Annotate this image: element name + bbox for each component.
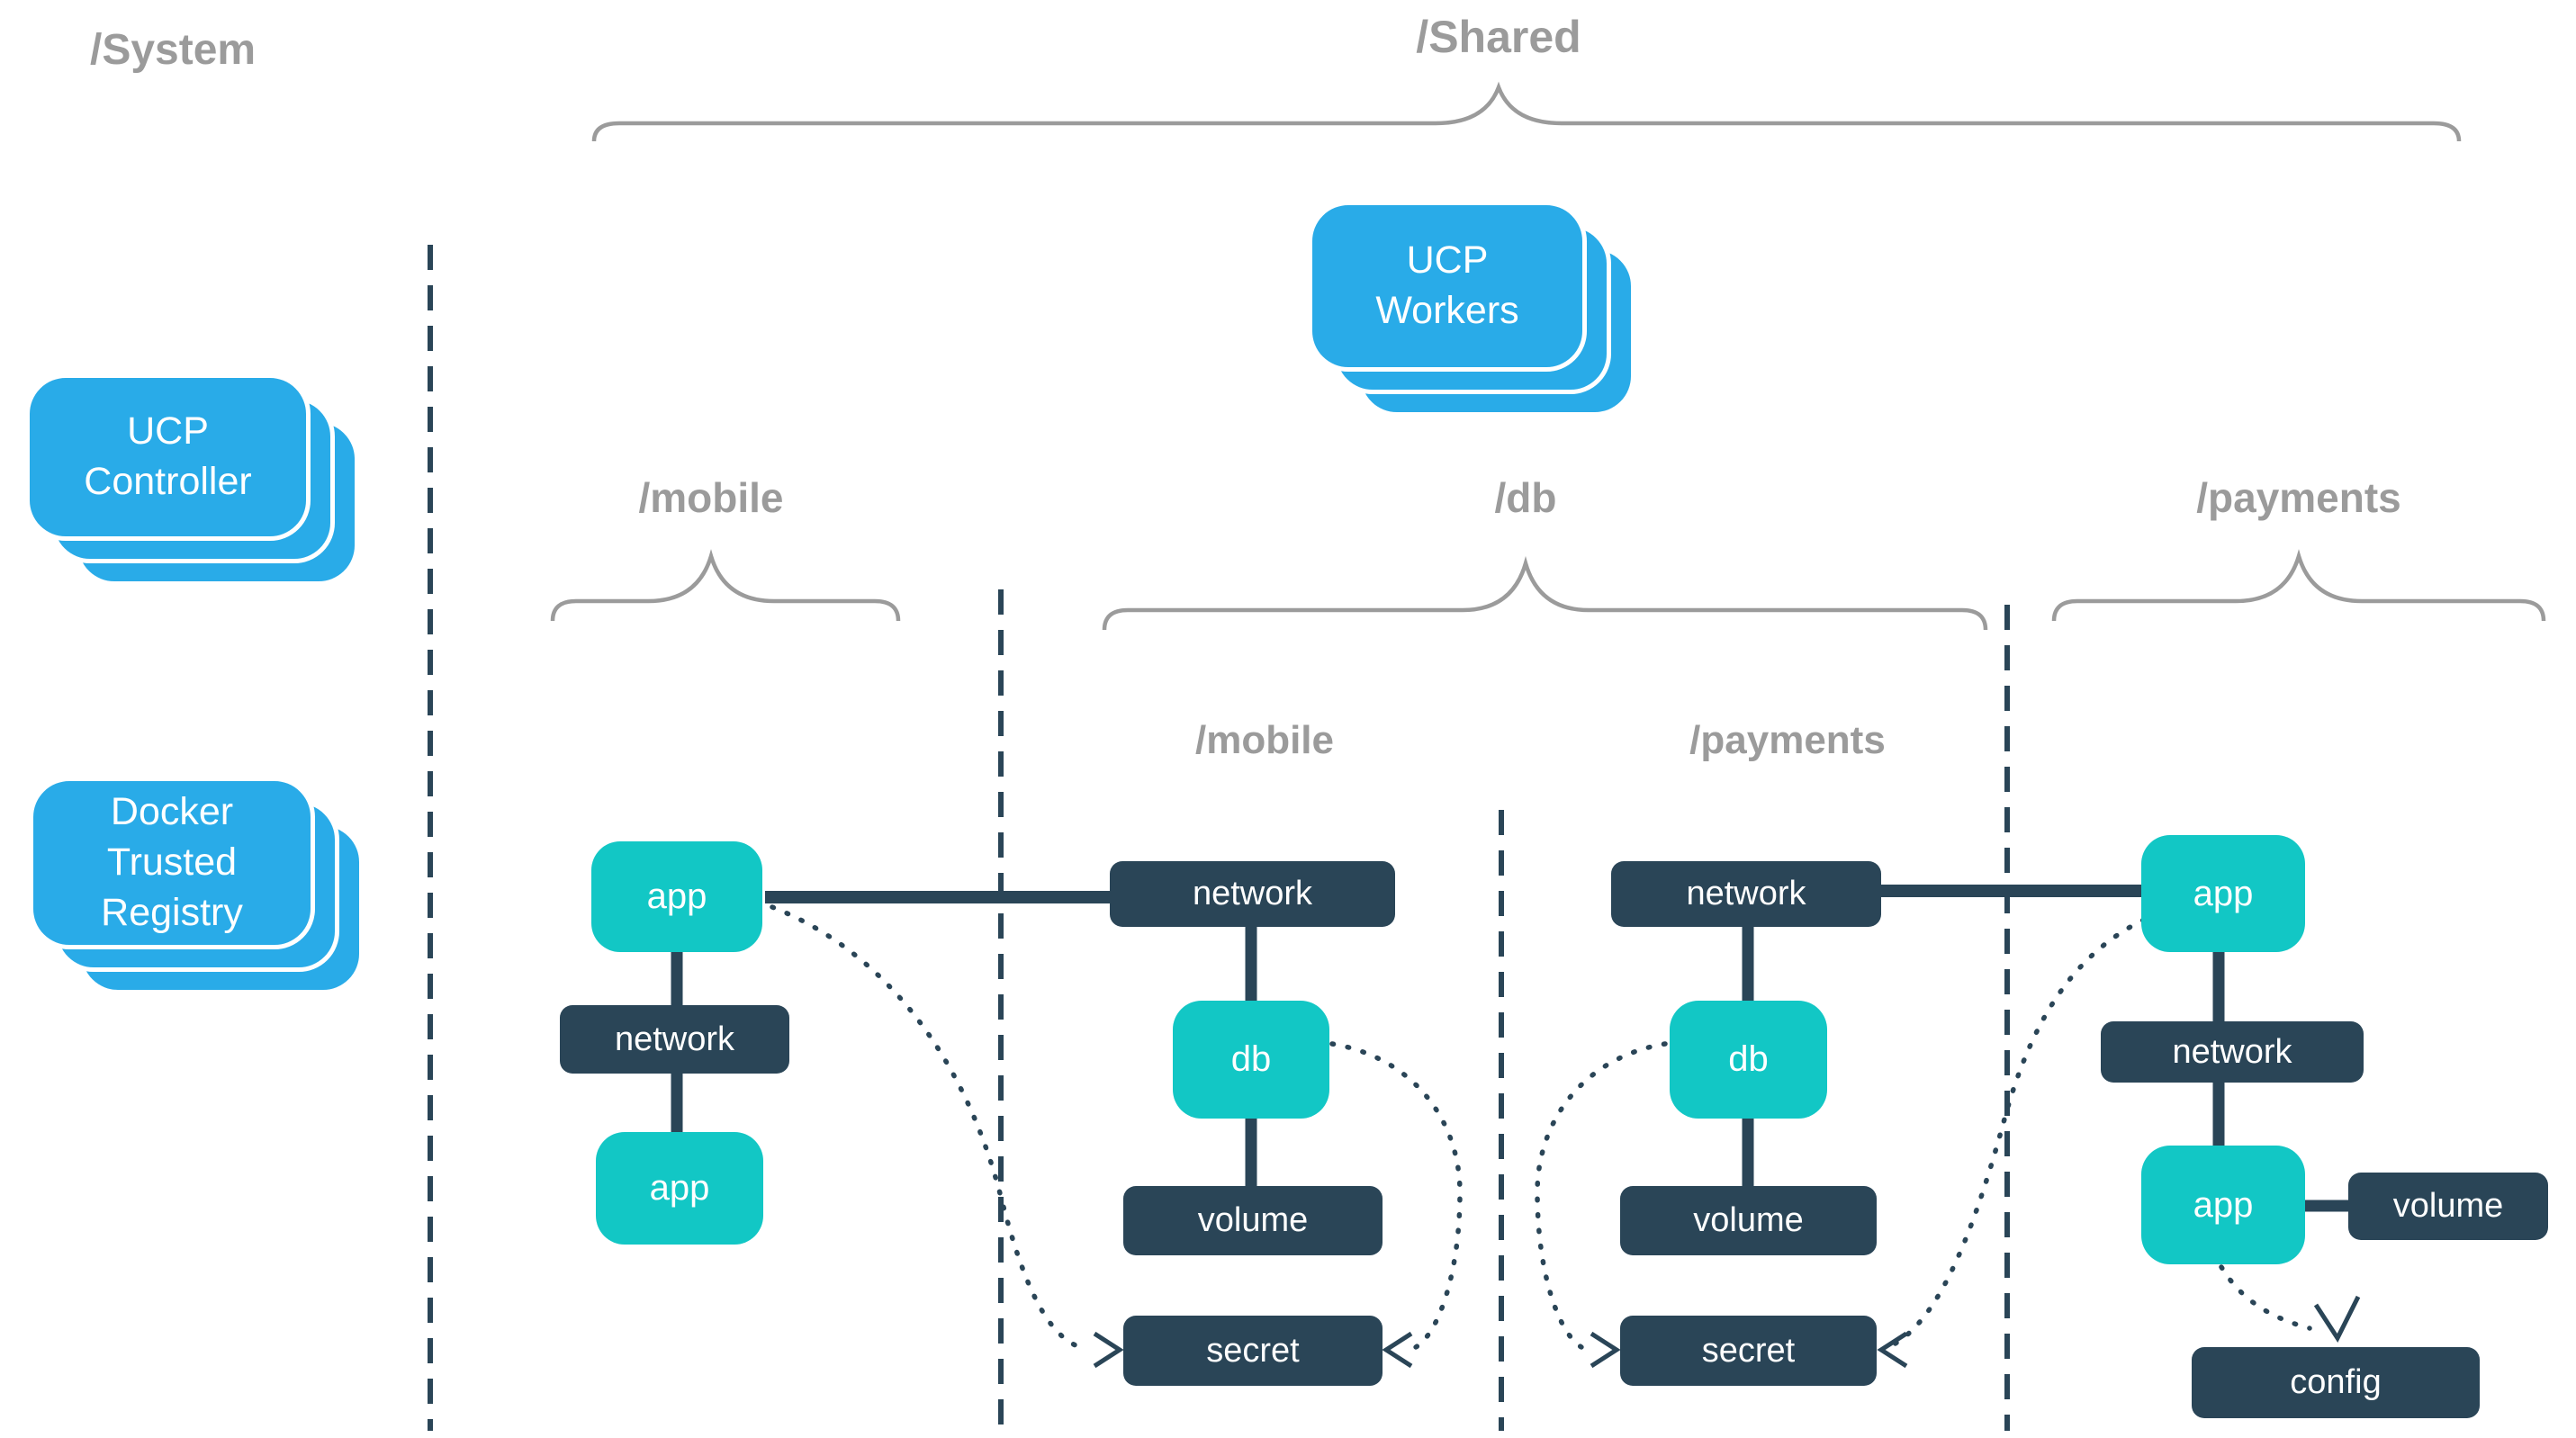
payments-app-top-node: app [2141,835,2305,952]
dtr-stack: Docker Trusted Registry [29,777,371,1002]
title-db-mobile: /mobile [1194,718,1335,762]
brace-shared [591,81,2462,142]
stack-card-front: UCP Workers [1308,201,1587,372]
ucp-workers-label: UCP Workers [1375,238,1519,332]
arrow-into-secret1-left [1093,1331,1124,1369]
ucp-controller-stack: UCP Controller [25,373,367,594]
mobile-network-node: network [560,1005,789,1074]
title-shared: /Shared [1416,12,1581,62]
db-mobile-network-node: network [1110,861,1395,927]
db-mobile-volume-node: volume [1123,1186,1383,1255]
ucp-workers-stack: UCP Workers [1308,201,1641,426]
payments-network-node: network [2101,1021,2364,1083]
dotted-dbmobile-db-to-secret [1329,1041,1463,1350]
payments-volume-node: volume [2348,1173,2548,1240]
db-payments-db-node: db [1670,1001,1827,1119]
brace-mobile [550,549,901,622]
payments-app-bottom-node: app [2141,1146,2305,1264]
stack-card-front: UCP Controller [25,373,311,541]
db-mobile-db-node: db [1173,1001,1329,1119]
db-payments-network-node: network [1611,861,1881,927]
title-db-payments: /payments [1689,718,1886,762]
db-payments-volume-node: volume [1620,1186,1877,1255]
brace-db [1102,555,1988,631]
stack-card-front: Docker Trusted Registry [29,777,315,949]
db-payments-secret-node: secret [1620,1316,1877,1386]
title-system: /System [90,26,257,74]
dtr-label: Docker Trusted Registry [101,790,243,934]
brace-payments [2051,549,2546,622]
mobile-app-top-node: app [591,841,762,952]
title-mobile: /mobile [638,474,784,521]
dotted-paymentsapp-to-config [2219,1264,2312,1331]
arrow-into-config-top [2313,1295,2361,1344]
dotted-mobileapp-to-secret [770,904,1090,1352]
arrow-into-secret2-right [1877,1331,1908,1369]
ucp-controller-label: UCP Controller [84,409,252,503]
db-mobile-secret-node: secret [1123,1316,1383,1386]
arrow-into-secret1-right [1382,1331,1413,1369]
title-db: /db [1494,474,1557,521]
mobile-app-bottom-node: app [596,1132,763,1245]
dotted-dbpayments-db-to-secret [1535,1041,1668,1350]
payments-config-node: config [2192,1347,2480,1418]
arrow-into-secret2-left [1590,1331,1621,1369]
title-payments: /payments [2196,474,2401,521]
dotted-paymentsapp-to-secret [1891,917,2147,1347]
